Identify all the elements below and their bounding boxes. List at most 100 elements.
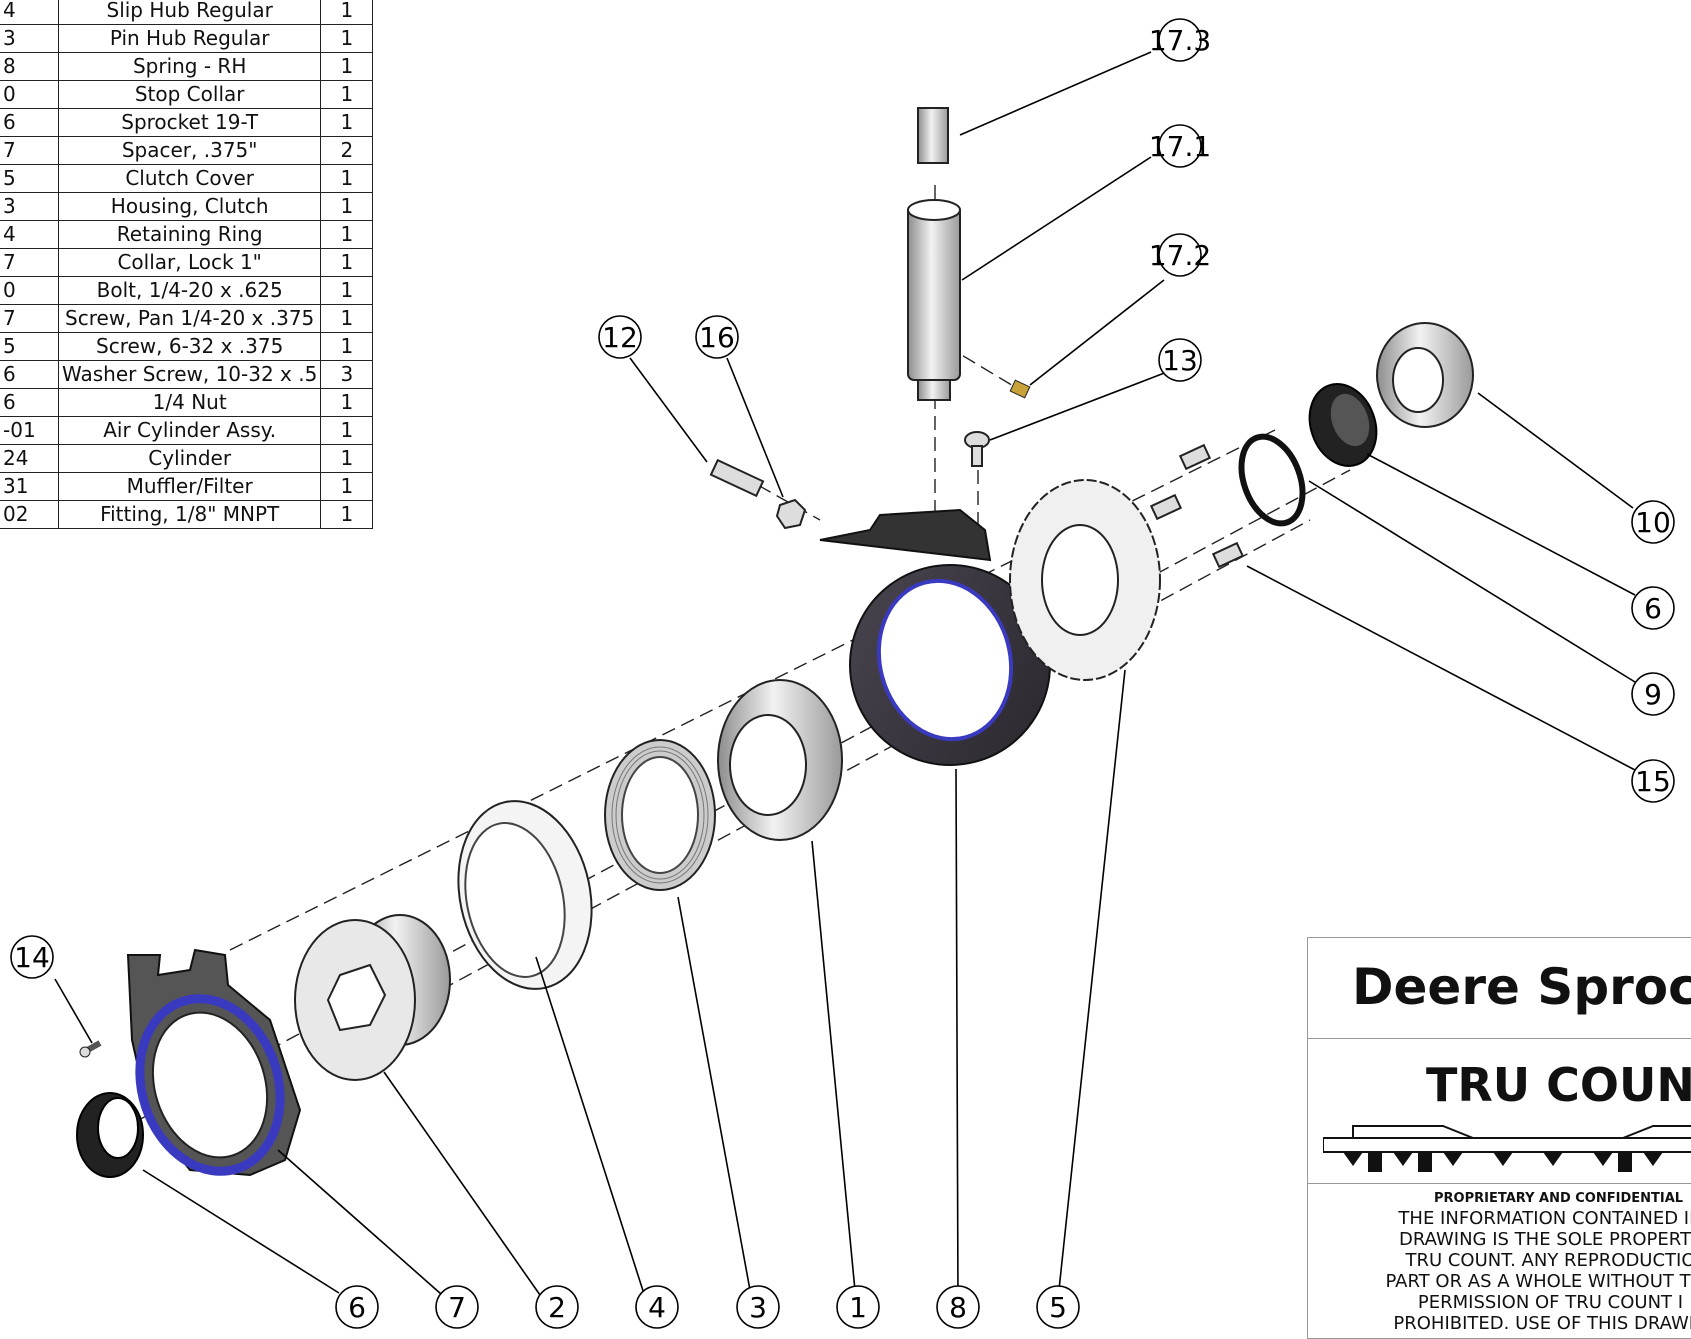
description-cell: Spring - RH bbox=[57, 52, 322, 81]
part-stop-collar bbox=[717, 679, 843, 841]
balloon-label: 16 bbox=[699, 321, 735, 354]
balloon-label: 7 bbox=[448, 1291, 466, 1324]
balloon-label: 1 bbox=[849, 1291, 867, 1324]
part-screw-14 bbox=[79, 1040, 102, 1058]
balloon-label: 3 bbox=[749, 1291, 767, 1324]
balloon-label: 2 bbox=[548, 1291, 566, 1324]
part-retaining-ring bbox=[1238, 433, 1306, 527]
part-number-cell: 0 bbox=[0, 276, 59, 305]
quantity-cell: 1 bbox=[320, 164, 374, 193]
company-name: TRU COUNT bbox=[1426, 1058, 1691, 1112]
part-screws-15 bbox=[1149, 443, 1245, 569]
description-cell: Retaining Ring bbox=[57, 220, 322, 249]
balloon: 5 bbox=[1036, 1285, 1080, 1329]
part-spring bbox=[604, 739, 716, 891]
description-cell: Housing, Clutch bbox=[57, 192, 322, 221]
quantity-cell: 1 bbox=[320, 500, 374, 529]
balloon: 7 bbox=[435, 1285, 479, 1329]
balloon-label: 8 bbox=[949, 1291, 967, 1324]
balloon-label: 17.3 bbox=[1149, 24, 1211, 57]
balloon: 8 bbox=[936, 1285, 980, 1329]
quantity-cell: 1 bbox=[320, 0, 374, 25]
balloon-label: 17.1 bbox=[1149, 130, 1211, 163]
proprietary-notice: THE INFORMATION CONTAINED IN DRAWING IS … bbox=[1385, 1208, 1691, 1334]
quantity-cell: 3 bbox=[320, 360, 374, 389]
balloon: 6 bbox=[1631, 586, 1675, 630]
title-block-divider bbox=[1308, 1183, 1691, 1184]
balloon: 3 bbox=[736, 1285, 780, 1329]
balloon-label: 14 bbox=[14, 941, 50, 974]
quantity-cell: 1 bbox=[320, 248, 374, 277]
quantity-cell: 1 bbox=[320, 192, 374, 221]
description-cell: Fitting, 1/8" MNPT bbox=[57, 500, 322, 529]
balloon-label: 17.2 bbox=[1149, 239, 1211, 272]
part-nut-16 bbox=[775, 498, 807, 530]
balloon-label: 4 bbox=[648, 1291, 666, 1324]
drawing-title: Deere Sprock bbox=[1352, 958, 1691, 1016]
leader-lines bbox=[54, 51, 1636, 1302]
balloon: 17.2 bbox=[1149, 233, 1211, 277]
part-screw-13 bbox=[964, 431, 990, 467]
balloon-label: 12 bbox=[602, 321, 638, 354]
part-bushing-right bbox=[1308, 383, 1378, 467]
part-number-cell: 8 bbox=[0, 52, 59, 81]
description-cell: Clutch Cover bbox=[57, 164, 322, 193]
balloon-label: 13 bbox=[1162, 344, 1198, 377]
part-slip-hub bbox=[457, 800, 593, 990]
title-block: Deere Sprock TRU COUNT PROPRIETARY AND C… bbox=[1307, 937, 1691, 1339]
balloon: 14 bbox=[10, 935, 54, 979]
company-logo-icon bbox=[1323, 1125, 1691, 1172]
part-pin-hub bbox=[294, 914, 451, 1081]
balloon: 15 bbox=[1631, 759, 1675, 803]
balloon: 17.1 bbox=[1149, 124, 1211, 168]
part-bolt-12 bbox=[709, 458, 765, 498]
part-number-cell: 02 bbox=[0, 500, 59, 529]
balloon-label: 15 bbox=[1635, 765, 1671, 798]
part-lock-collar bbox=[1376, 322, 1474, 428]
part-number-cell: 0 bbox=[0, 80, 59, 109]
balloon: 10 bbox=[1631, 500, 1675, 544]
balloon-label: 6 bbox=[348, 1291, 366, 1324]
description-cell: Sprocket 19-T bbox=[57, 108, 322, 137]
part-number-cell: 4 bbox=[0, 0, 59, 25]
balloon: 9 bbox=[1631, 672, 1675, 716]
part-clutch-cover bbox=[126, 948, 302, 1177]
part-number-cell: 5 bbox=[0, 332, 59, 361]
part-number-cell: 7 bbox=[0, 304, 59, 333]
description-cell: Air Cylinder Assy. bbox=[57, 416, 322, 445]
quantity-cell: 1 bbox=[320, 276, 374, 305]
balloon: 12 bbox=[598, 315, 642, 359]
quantity-cell: 1 bbox=[320, 220, 374, 249]
proprietary-heading: PROPRIETARY AND CONFIDENTIAL bbox=[1434, 1191, 1684, 1206]
part-housing bbox=[819, 508, 1051, 766]
description-cell: Slip Hub Regular bbox=[57, 0, 322, 25]
balloon: 2 bbox=[535, 1285, 579, 1329]
balloon-label: 10 bbox=[1635, 506, 1671, 539]
balloon: 4 bbox=[635, 1285, 679, 1329]
description-cell: Spacer, .375" bbox=[57, 136, 322, 165]
balloon: 13 bbox=[1158, 338, 1202, 382]
part-number-cell: 24 bbox=[0, 444, 59, 473]
balloon: 17.3 bbox=[1149, 18, 1211, 62]
description-cell: Screw, 6-32 x .375 bbox=[57, 332, 322, 361]
description-cell: Muffler/Filter bbox=[57, 472, 322, 501]
balloon-label: 9 bbox=[1644, 678, 1662, 711]
quantity-cell: 1 bbox=[320, 472, 374, 501]
title-block-divider bbox=[1308, 1038, 1691, 1039]
part-air-cylinder bbox=[907, 107, 1031, 401]
part-number-cell: 31 bbox=[0, 472, 59, 501]
part-number-cell: 4 bbox=[0, 220, 59, 249]
